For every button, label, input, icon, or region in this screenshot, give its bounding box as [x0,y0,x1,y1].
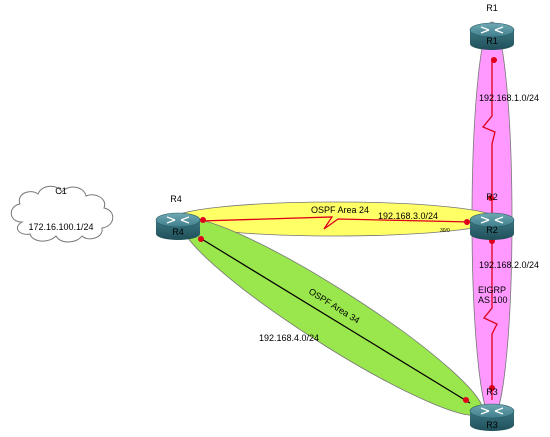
router-r3-title: R3 [486,387,498,397]
link-r2-r3 [482,238,498,400]
link-r1-r2 [481,58,496,218]
link-r1-r2-label: 192.168.1.0/24 [479,93,539,103]
router-r1-title: R1 [486,3,498,13]
link-r4-r3-endpoint-r3 [463,397,469,403]
cloud-name: C1 [55,186,67,196]
link-r2-r3-label: 192.168.2.0/24 [479,260,539,270]
link-r4-r3-label: 192.168.4.0/24 [259,333,319,343]
router-r3-name: R3 [486,420,498,430]
router-r4-name: R4 [172,227,184,237]
link-r4-r2 [199,216,473,230]
link-r4-r3 [199,237,471,404]
router-r2-name: R2 [486,225,498,235]
link-r4-r2-endpoint-r4 [200,217,206,223]
link-r4-r2-port-label: 30/0 [440,228,450,234]
ospf-area-24-label: OSPF Area 24 [311,205,369,215]
cloud-c1 [10,185,114,243]
router-r1-name: R1 [486,36,498,46]
link-r1-r2-endpoint-r2 [488,195,494,201]
link-r4-r2-label: 192.168.3.0/24 [378,211,438,221]
eigrp-label-line1: EIGRP [478,285,506,295]
link-r1-r2-endpoint-r1 [491,57,497,63]
link-r4-r2-endpoint-r2 [464,219,470,225]
link-r2-r3-endpoint-r3 [489,385,495,391]
router-r4-title: R4 [170,194,182,204]
cloud-network: 172.16.100.1/24 [28,222,93,232]
eigrp-label-line2: AS 100 [478,295,508,305]
router-r2-title: R2 [486,192,498,202]
link-r4-r3-endpoint-r4 [198,236,204,242]
